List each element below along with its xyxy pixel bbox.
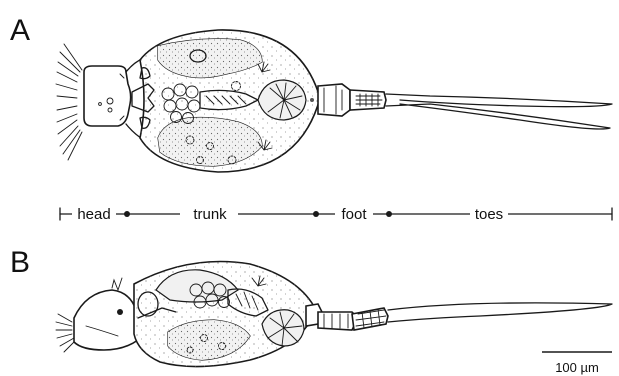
segment-label-foot: foot bbox=[341, 206, 367, 223]
segment-bar: head trunk foot toes bbox=[60, 205, 612, 223]
head bbox=[84, 66, 131, 126]
segment-divider bbox=[313, 211, 319, 217]
panel-b-letter: B bbox=[10, 246, 30, 279]
panel-a-dorsal-drawing bbox=[56, 30, 612, 172]
segment-label-toes: toes bbox=[475, 206, 503, 223]
segment-label-head: head bbox=[77, 206, 110, 223]
foot bbox=[318, 84, 350, 116]
segment-label-trunk: trunk bbox=[193, 206, 227, 223]
segment-divider bbox=[386, 211, 392, 217]
scale-bar-label: 100 µm bbox=[555, 360, 599, 375]
segment-divider bbox=[124, 211, 130, 217]
head bbox=[74, 290, 138, 350]
eyespot bbox=[117, 309, 123, 315]
toes bbox=[388, 303, 612, 322]
panel-a-letter: A bbox=[10, 14, 30, 47]
panel-b-lateral-drawing bbox=[56, 262, 612, 367]
scale-bar: 100 µm bbox=[542, 352, 612, 375]
corona-cilia bbox=[56, 44, 82, 160]
